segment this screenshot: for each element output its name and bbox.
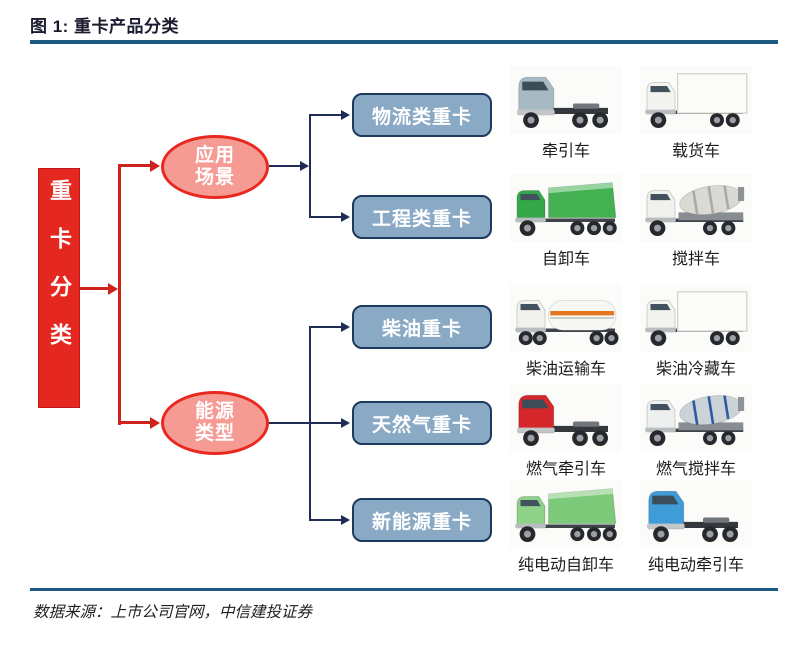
truck-image-gas-mixer: [640, 384, 752, 452]
truck-label-electric-tractor: 纯电动牵引车: [647, 557, 744, 574]
truck-cell-diesel-tanker: 柴油运输车: [510, 284, 622, 379]
branch-label-application-scenario: 应用场景: [194, 145, 235, 188]
arrowhead-diesel: [341, 322, 350, 332]
truck-cell-electric-tractor: 纯电动牵引车: [640, 480, 752, 575]
truck-image-gas-tractor: [510, 384, 622, 452]
arrowhead-application-scenario: [150, 160, 160, 172]
title-divider-rule: [30, 40, 778, 44]
truck-label-gas-tractor: 燃气牵引车: [525, 461, 606, 478]
truck-label-mixer-truck: 搅拌车: [671, 251, 720, 268]
truck-cell-cargo-truck: 载货车: [640, 66, 752, 161]
truck-image-tractor: [510, 66, 622, 134]
truck-label-diesel-reefer: 柴油冷藏车: [655, 361, 736, 378]
branch-node-application-scenario: 应用场景: [161, 135, 269, 199]
arrowhead-root-stem: [108, 283, 118, 295]
arrowhead-energy-type: [150, 417, 160, 429]
truck-label-diesel-tanker: 柴油运输车: [525, 361, 606, 378]
connector-appscenario-stem: [269, 165, 302, 167]
truck-image-electric-dump-truck: [510, 480, 622, 548]
truck-image-diesel-reefer: [640, 284, 752, 352]
connector-to-new-energy: [311, 519, 342, 521]
footer-divider-rule: [30, 588, 778, 591]
connector-appscenario-spine: [309, 114, 311, 218]
connector-root-spine: [118, 164, 121, 425]
category-new-energy-heavy-truck: 新能源重卡: [352, 498, 492, 542]
arrowhead-engineering: [341, 212, 350, 222]
connector-energytype-spine: [309, 326, 311, 521]
truck-image-electric-tractor: [640, 480, 752, 548]
connector-to-energy-type: [120, 421, 150, 424]
truck-label-gas-mixer: 燃气搅拌车: [655, 461, 736, 478]
connector-to-diesel: [311, 326, 342, 328]
truck-label-electric-dump-truck: 纯电动自卸车: [517, 557, 614, 574]
arrowhead-logistics: [341, 110, 350, 120]
connector-to-engineering: [311, 216, 342, 218]
truck-image-diesel-tanker: [510, 284, 622, 352]
truck-label-tractor: 牵引车: [541, 143, 590, 160]
connector-root-stem: [80, 287, 110, 290]
arrowhead-new-energy: [341, 515, 350, 525]
truck-cell-dump-truck: 自卸车: [510, 174, 622, 269]
truck-cell-diesel-reefer: 柴油冷藏车: [640, 284, 752, 379]
branch-label-energy-type: 能源类型: [194, 401, 235, 444]
arrowhead-natural-gas: [341, 418, 350, 428]
truck-cell-mixer-truck: 搅拌车: [640, 174, 752, 269]
root-node-label: 重卡分类: [47, 179, 72, 371]
truck-cell-electric-dump-truck: 纯电动自卸车: [510, 480, 622, 575]
category-logistics-heavy-truck: 物流类重卡: [352, 93, 492, 137]
truck-cell-gas-tractor: 燃气牵引车: [510, 384, 622, 479]
arrowhead-appscenario-stem: [300, 161, 309, 171]
connector-energytype-stem: [269, 422, 342, 424]
connector-to-application-scenario: [120, 164, 150, 167]
truck-image-dump-truck: [510, 174, 622, 242]
figure-title: 图 1: 重卡产品分类: [30, 17, 180, 36]
truck-label-dump-truck: 自卸车: [541, 251, 590, 268]
truck-image-cargo-truck: [640, 66, 752, 134]
truck-cell-tractor: 牵引车: [510, 66, 622, 161]
truck-label-cargo-truck: 载货车: [671, 143, 720, 160]
category-diesel-heavy-truck: 柴油重卡: [352, 305, 492, 349]
category-natural-gas-heavy-truck: 天然气重卡: [352, 401, 492, 445]
branch-node-energy-type: 能源类型: [161, 391, 269, 455]
connector-to-logistics: [311, 114, 342, 116]
data-source-note: 数据来源：上市公司官网，中信建投证券: [33, 604, 313, 621]
root-node-heavy-truck-classification: 重卡分类: [38, 168, 80, 408]
truck-image-mixer-truck: [640, 174, 752, 242]
truck-cell-gas-mixer: 燃气搅拌车: [640, 384, 752, 479]
category-engineering-heavy-truck: 工程类重卡: [352, 195, 492, 239]
